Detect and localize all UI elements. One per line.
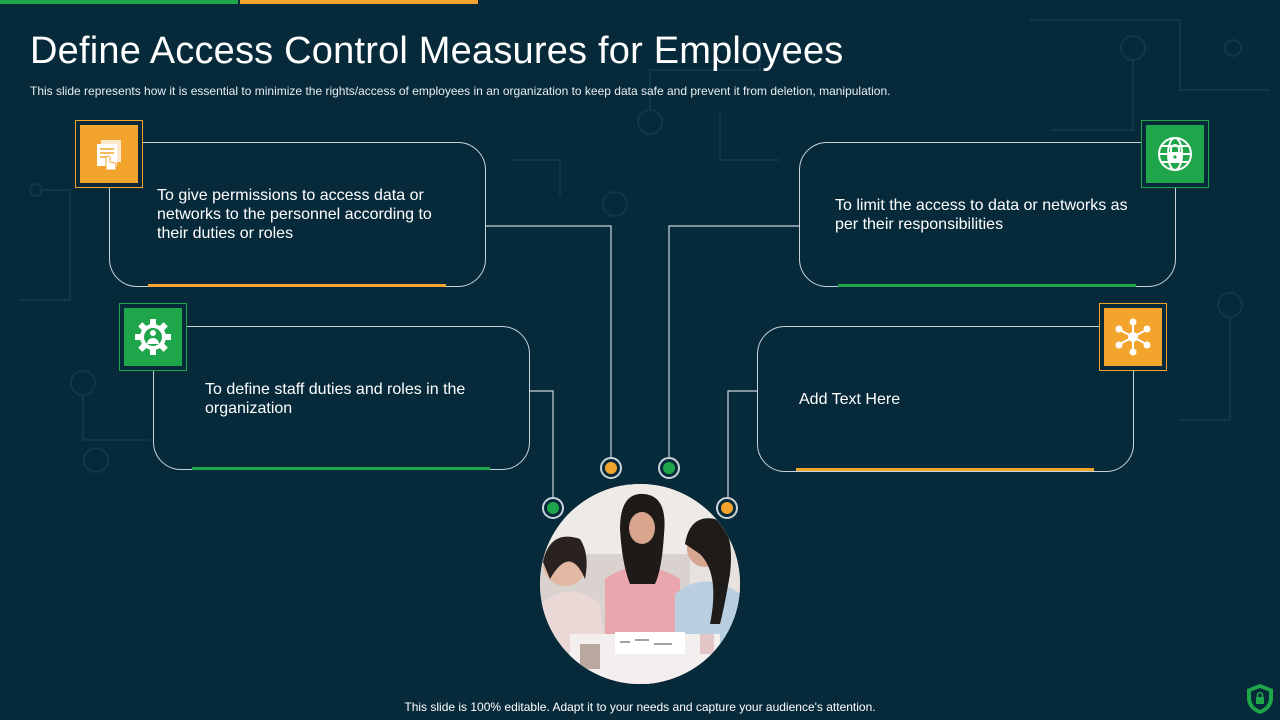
connector-dot-green-1 bbox=[658, 457, 680, 479]
card-add-text-icon-frame bbox=[1099, 303, 1167, 371]
top-accent-bar-green bbox=[0, 0, 238, 4]
card-staff-duties-icon-frame bbox=[119, 303, 187, 371]
top-accent-bar-orange bbox=[240, 0, 478, 4]
three-women-working-photo bbox=[540, 484, 740, 684]
shield-logo-icon bbox=[1247, 684, 1273, 714]
card-add-text-text: Add Text Here bbox=[799, 391, 901, 408]
page-subtitle: This slide represents how it is essentia… bbox=[30, 84, 891, 98]
documents-hand-icon bbox=[80, 125, 138, 183]
connector-dot-green-2 bbox=[542, 497, 564, 519]
card-add-text bbox=[757, 326, 1134, 472]
card-limit-access-underline bbox=[838, 284, 1136, 287]
card-staff-duties bbox=[153, 326, 530, 470]
network-nodes-icon bbox=[1104, 308, 1162, 366]
connector-dot-orange-2 bbox=[716, 497, 738, 519]
card-limit-access bbox=[799, 142, 1176, 287]
card-permissions-text: To give permissions to access data or ne… bbox=[157, 187, 432, 242]
connector-dot-orange-1 bbox=[600, 457, 622, 479]
footer-note: This slide is 100% editable. Adapt it to… bbox=[404, 700, 876, 714]
card-staff-duties-text: To define staff duties and roles in the … bbox=[205, 381, 466, 417]
card-staff-duties-underline bbox=[192, 467, 490, 470]
card-add-text-underline bbox=[796, 468, 1094, 471]
card-permissions-underline bbox=[148, 284, 446, 287]
page-title: Define Access Control Measures for Emplo… bbox=[30, 30, 844, 72]
card-limit-access-icon-frame bbox=[1141, 120, 1209, 188]
card-permissions-icon-frame bbox=[75, 120, 143, 188]
globe-lock-icon bbox=[1146, 125, 1204, 183]
card-limit-access-text: To limit the access to data or networks … bbox=[835, 197, 1128, 233]
gear-people-icon bbox=[124, 308, 182, 366]
